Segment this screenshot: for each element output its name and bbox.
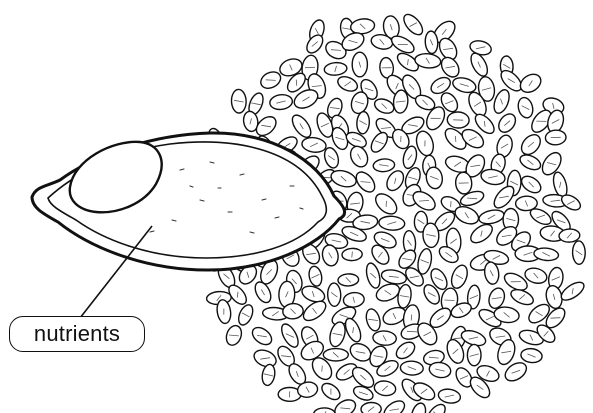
cluster-seed (424, 401, 449, 413)
cluster-seed-crease (322, 366, 323, 372)
cluster-seed (381, 397, 408, 413)
single-seed (32, 133, 345, 270)
cluster-seed (409, 401, 428, 413)
nutrients-label-box: nutrients (9, 316, 145, 352)
cluster-seed (313, 408, 335, 413)
cluster-seed-crease (445, 300, 455, 301)
cluster-seed (361, 402, 382, 413)
cluster-seed-crease (411, 315, 412, 321)
cluster-seed-crease (551, 318, 561, 319)
nutrients-label: nutrients (34, 321, 120, 347)
